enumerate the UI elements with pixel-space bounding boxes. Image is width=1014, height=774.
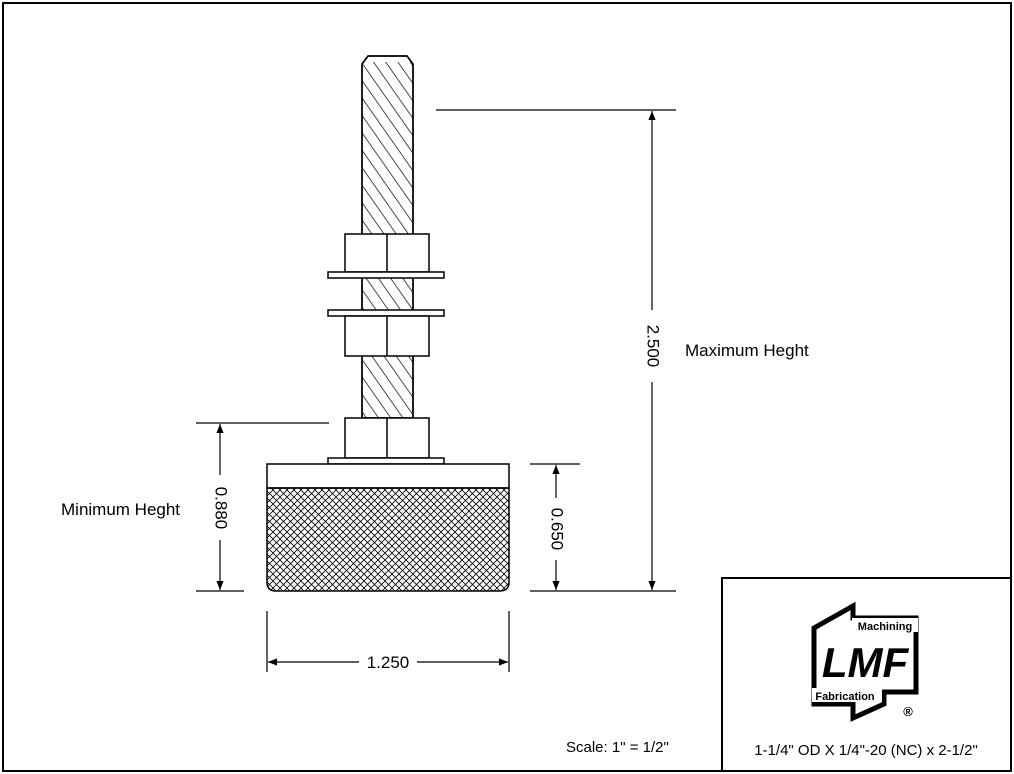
bottom-hex-nut — [344, 417, 430, 459]
base-pad — [266, 463, 510, 592]
max-height-dimension: 2.500 — [436, 109, 676, 592]
middle-washer — [327, 309, 445, 317]
max-height-value: 2.500 — [644, 325, 663, 368]
lmf-logo: LMF Machining Fabrication ® — [811, 601, 919, 722]
registered-mark: ® — [903, 704, 913, 719]
upper-hex-nut — [344, 233, 430, 273]
upper-washer — [327, 271, 445, 279]
logo-bottom-text: Fabrication — [815, 691, 875, 703]
scale-label: Scale: 1" = 1/2" — [566, 739, 669, 756]
maximum-height-label: Maximum Heght — [685, 341, 809, 360]
min-height-dimension: 0.880 — [196, 422, 329, 592]
part-description: 1-1/4" OD X 1/4"-20 (NC) x 2-1/2" — [754, 742, 978, 759]
pad-height-value: 0.650 — [548, 508, 567, 551]
title-block: LMF Machining Fabrication ® 1-1/4" OD X … — [721, 577, 1012, 772]
logo-main-text: LMF — [822, 639, 910, 686]
middle-hex-nut — [344, 315, 430, 357]
pad-height-dimension: 0.650 — [530, 463, 580, 590]
bottom-washer — [327, 457, 445, 465]
min-height-value: 0.880 — [212, 487, 231, 530]
minimum-height-label: Minimum Heght — [61, 500, 180, 519]
pad-width-value: 1.250 — [367, 653, 410, 672]
logo-top-text: Machining — [858, 621, 912, 633]
pad-width-dimension: 1.250 — [266, 611, 510, 672]
